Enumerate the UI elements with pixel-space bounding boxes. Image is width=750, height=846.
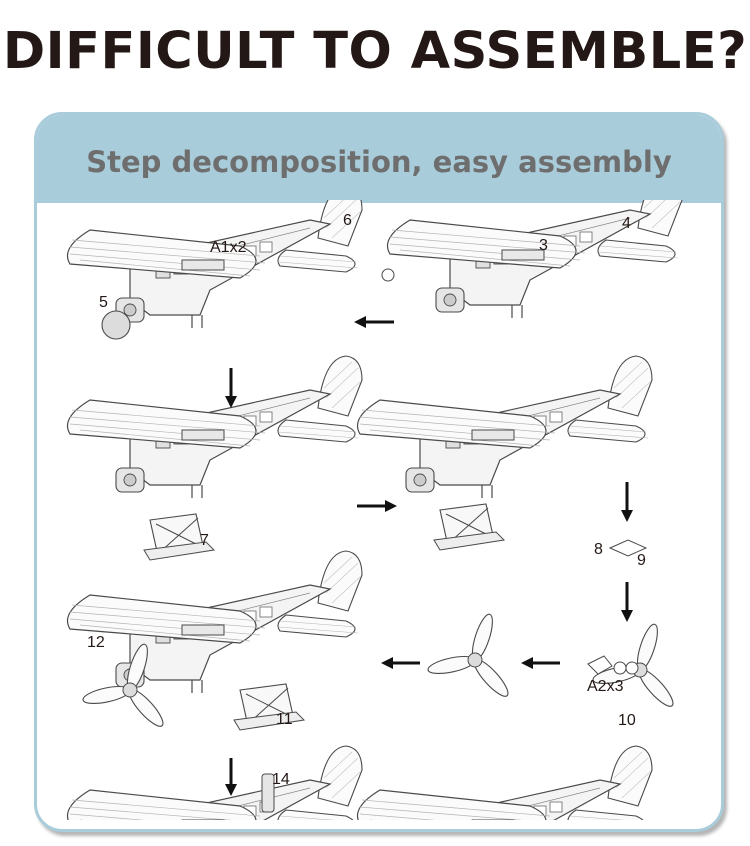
card-header: Step decomposition, easy assembly — [37, 115, 721, 203]
step-plane-b — [388, 176, 683, 318]
label-6: 6 — [343, 212, 352, 229]
part-5-disc — [101, 310, 131, 340]
part-6-wheel — [381, 268, 395, 282]
step-propeller — [426, 611, 513, 701]
step-plane-d — [358, 356, 653, 498]
label-10: 10 — [618, 712, 636, 729]
label-9: 9 — [637, 552, 646, 569]
a2-pin — [587, 655, 613, 675]
label-3: 3 — [539, 237, 548, 254]
a2-washer-1 — [613, 661, 627, 675]
part-14-peg — [261, 773, 275, 813]
label-5: 5 — [99, 294, 108, 311]
a2-washer-2 — [625, 661, 639, 675]
step-plane-a — [68, 186, 363, 328]
label-4: 4 — [622, 215, 631, 232]
part-8-9 — [608, 539, 648, 557]
label-a1x2: A1x2 — [210, 239, 247, 256]
step-plane-c — [68, 356, 363, 498]
step-plane-e — [68, 551, 363, 693]
step-plane-g — [358, 746, 653, 846]
card-title: Step decomposition, easy assembly — [86, 145, 672, 179]
label-7: 7 — [200, 532, 209, 549]
label-12: 12 — [87, 634, 105, 651]
step-plane-f — [68, 746, 363, 846]
label-a2x3: A2x3 — [587, 678, 624, 695]
part-11-skid — [233, 683, 305, 731]
label-8: 8 — [594, 541, 603, 558]
label-11: 11 — [276, 711, 293, 728]
step-skid-attached — [433, 503, 505, 551]
label-14: 14 — [272, 771, 290, 788]
headline: DIFFICULT TO ASSEMBLE? — [2, 22, 748, 81]
